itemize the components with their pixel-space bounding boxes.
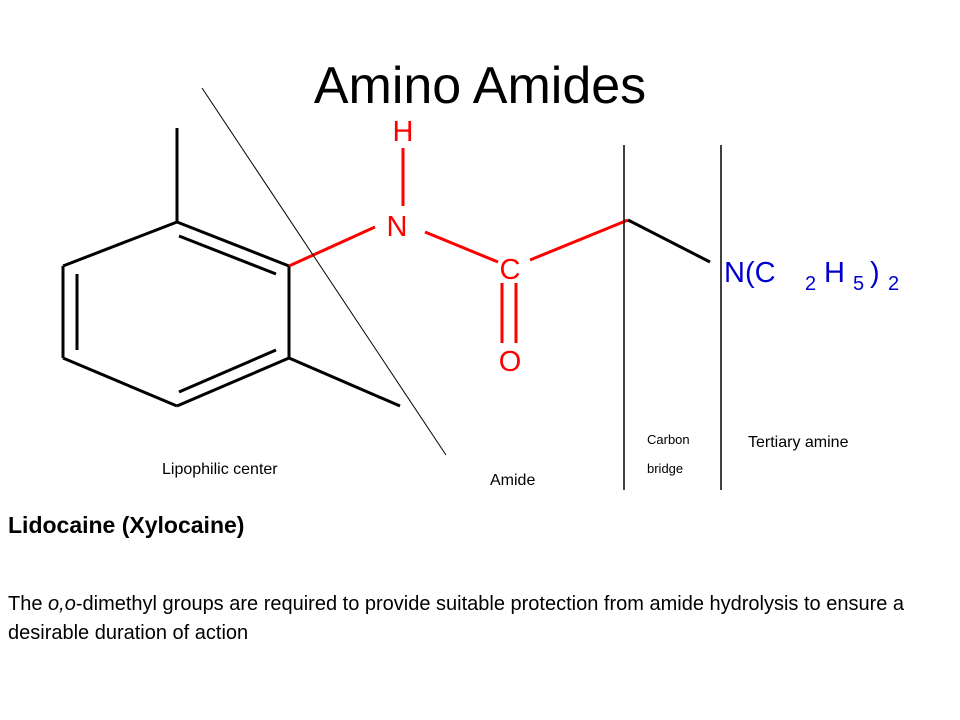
amine-sub-2: 5 <box>853 273 864 295</box>
atom-h: H <box>393 116 414 148</box>
ring-inner-bond <box>178 348 277 394</box>
amide-label: Amide <box>490 472 535 489</box>
atom-c: C <box>500 254 521 286</box>
lipophilic-divider-line <box>201 87 447 456</box>
ring-bond <box>62 220 178 268</box>
ring-bond <box>176 220 290 268</box>
carbon-bridge-label-1: Carbon <box>647 432 690 447</box>
ring-inner-bond <box>178 234 277 276</box>
amine-h: H <box>824 257 845 289</box>
benzene-ring <box>61 220 291 408</box>
lipophilic-center-label: Lipophilic center <box>162 461 278 478</box>
para-rest: -dimethyl groups are required to provide… <box>8 593 905 644</box>
ring-bond <box>176 356 290 408</box>
carbon-bridge-label-2: bridge <box>647 461 683 476</box>
amine-sub-3: 2 <box>888 273 899 295</box>
ring-bond <box>62 356 178 408</box>
description-paragraph: The o,o-dimethyl groups are required to … <box>8 590 948 648</box>
para-start: The <box>8 593 49 615</box>
amide-bonds <box>288 148 629 343</box>
slide-title: Amino Amides <box>313 57 647 115</box>
ring-to-n-bond <box>288 225 376 268</box>
c-to-ch2-bond <box>529 218 629 262</box>
n-to-c-bond <box>424 230 499 264</box>
amine-prefix: N(C <box>724 257 776 289</box>
methyl-bottom-bond <box>288 356 401 408</box>
atom-n: N <box>387 211 408 243</box>
para-italic-oo: o,o <box>48 593 76 615</box>
ch2-to-amine-bond <box>627 218 711 264</box>
amine-sub-1: 2 <box>805 273 816 295</box>
atom-o: O <box>499 346 522 378</box>
drug-heading: Lidocaine (Xylocaine) <box>8 512 245 538</box>
amine-close-paren: ) <box>870 257 880 289</box>
tertiary-amine-label: Tertiary amine <box>748 434 849 451</box>
